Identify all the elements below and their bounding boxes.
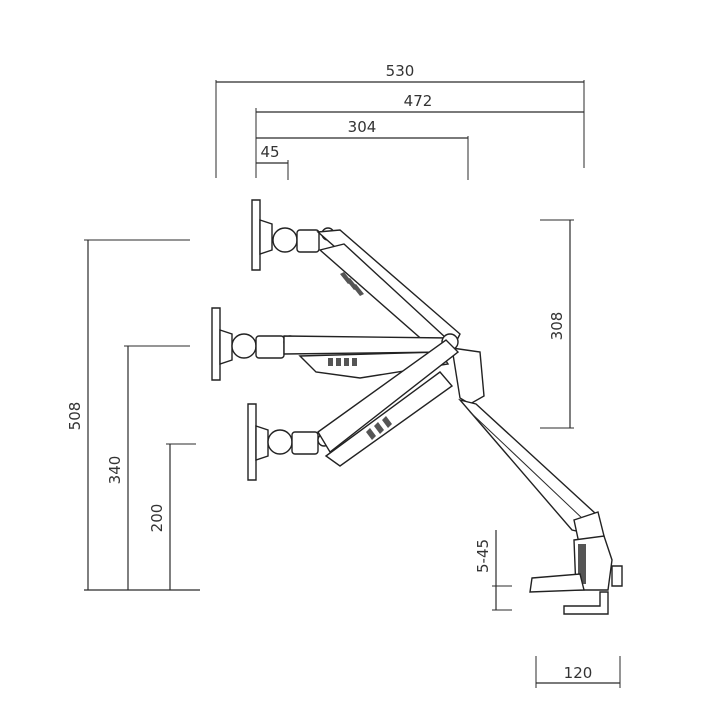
monitor-mount-bottom <box>247 339 460 481</box>
dimension-clamp-range: 5-45 <box>474 530 512 611</box>
dimension-label-530: 530 <box>386 62 415 80</box>
dimension-label-304: 304 <box>348 118 377 136</box>
dimension-45: 45 <box>256 143 289 180</box>
monitor-mount-top <box>251 199 461 352</box>
dimension-308: 308 <box>540 219 574 429</box>
dimension-label-clamp-range: 5-45 <box>474 539 492 573</box>
dimension-304: 304 <box>256 118 469 180</box>
dimension-530: 530 <box>215 62 585 178</box>
dimension-508: 508 <box>66 239 190 590</box>
dimension-label-472: 472 <box>404 92 433 110</box>
dimension-120: 120 <box>535 656 621 688</box>
dimension-label-508: 508 <box>66 402 84 431</box>
vent-slots-top <box>340 272 364 296</box>
dimension-340: 340 <box>106 345 190 590</box>
dimension-label-120: 120 <box>564 664 593 682</box>
vent-slots-middle <box>328 358 357 366</box>
dimension-label-308: 308 <box>548 312 566 341</box>
vent-slots-bottom <box>366 416 392 440</box>
mounting-pole <box>451 347 623 615</box>
dimension-label-340: 340 <box>106 456 124 485</box>
dimension-label-200: 200 <box>148 504 166 533</box>
monitor-mount-middle <box>211 307 459 381</box>
dimension-472: 472 <box>255 92 584 178</box>
dimension-200: 200 <box>148 443 196 590</box>
dimension-label-45: 45 <box>260 143 279 161</box>
